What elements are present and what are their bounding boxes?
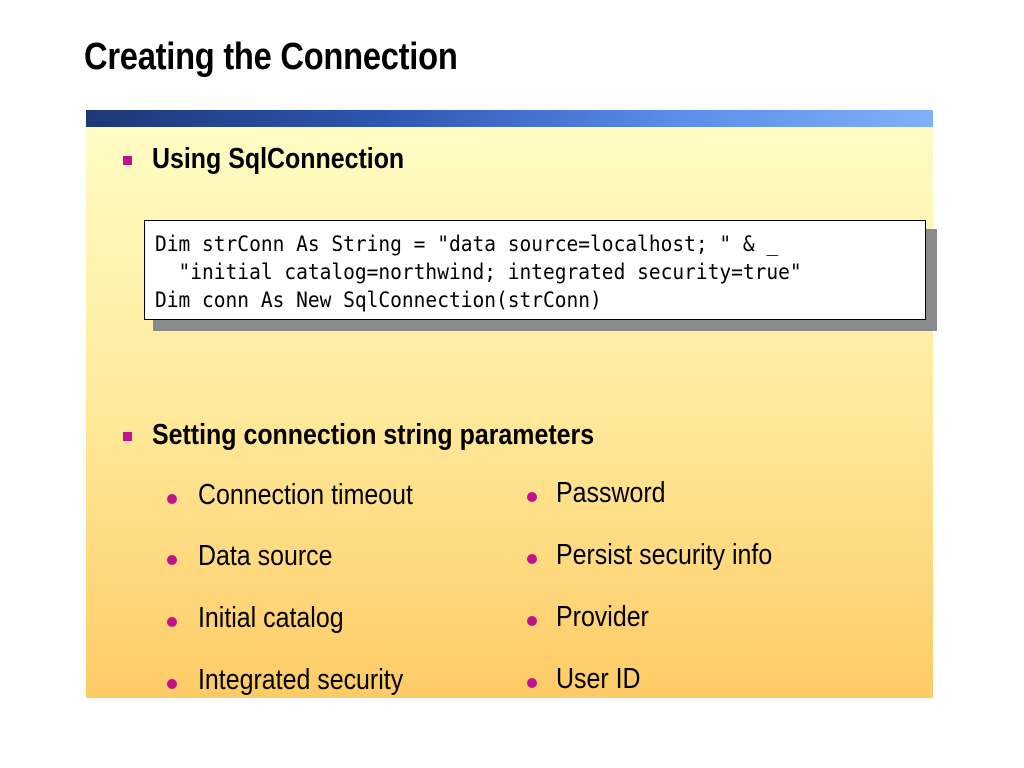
dot-bullet-icon <box>167 555 177 565</box>
dot-bullet-icon <box>527 616 537 626</box>
dot-bullet-icon <box>527 678 537 688</box>
dot-bullet-icon <box>167 494 177 504</box>
square-bullet-icon <box>123 432 132 441</box>
param-item-user-id: User ID <box>556 663 641 695</box>
code-line: Dim strConn As String = "data source=loc… <box>155 232 779 256</box>
code-line: Dim conn As New SqlConnection(strConn) <box>155 288 602 312</box>
param-item-connection-timeout: Connection timeout <box>198 479 413 511</box>
param-item-integrated-security: Integrated security <box>198 664 404 696</box>
title-gradient-bar <box>86 110 933 127</box>
param-item-data-source: Data source <box>198 540 333 572</box>
square-bullet-icon <box>123 156 132 165</box>
code-block: Dim strConn As String = "data source=loc… <box>144 220 926 320</box>
dot-bullet-icon <box>527 554 537 564</box>
param-item-persist-security-info: Persist security info <box>556 539 773 571</box>
section-heading-parameters: Setting connection string parameters <box>152 419 595 451</box>
param-item-initial-catalog: Initial catalog <box>198 602 344 634</box>
param-item-provider: Provider <box>556 601 649 633</box>
dot-bullet-icon <box>167 617 177 627</box>
code-line: "initial catalog=northwind; integrated s… <box>155 260 802 284</box>
slide-title: Creating the Connection <box>84 36 458 78</box>
dot-bullet-icon <box>167 679 177 689</box>
section-heading-sqlconnection: Using SqlConnection <box>152 143 405 175</box>
param-item-password: Password <box>556 477 666 509</box>
dot-bullet-icon <box>527 492 537 502</box>
